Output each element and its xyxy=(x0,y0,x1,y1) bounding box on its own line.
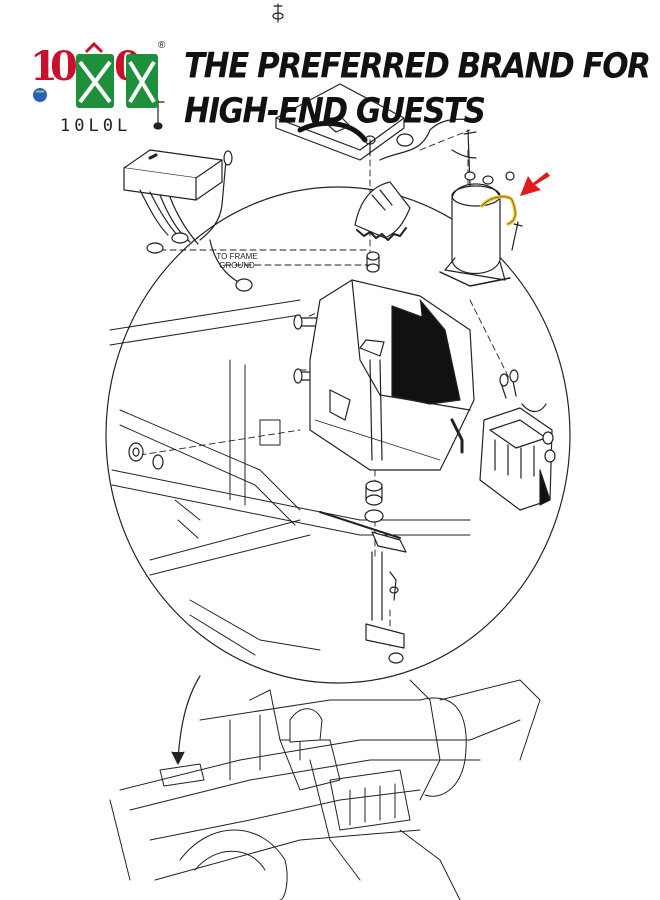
svg-text:0: 0 xyxy=(50,43,78,90)
cart-chassis xyxy=(109,679,541,900)
wire-lead xyxy=(379,118,471,161)
detail-circle xyxy=(105,186,571,684)
solenoid xyxy=(439,129,523,287)
red-callout-arrow xyxy=(520,172,550,196)
highlighted-jumper-wire-outline xyxy=(481,196,516,225)
shaft-assembly xyxy=(319,480,407,664)
registered-mark: ® xyxy=(158,40,166,51)
frame-ground-label: TO FRAME GROUND xyxy=(214,252,260,270)
pointer-line xyxy=(177,675,201,761)
gear-sector xyxy=(354,181,411,273)
logo-caption: 10L0L xyxy=(60,116,132,136)
control-box xyxy=(123,149,253,292)
frame-ground-label-line1: TO FRAME xyxy=(216,252,258,261)
terminal-block xyxy=(479,369,556,511)
brand-logo: 1 0 0 xyxy=(30,41,158,108)
pointer-arrowhead xyxy=(171,751,185,765)
headline: THE PREFERRED BRAND FOR HIGH-END GUESTS xyxy=(184,46,651,132)
frame-ground-label-line2: GROUND xyxy=(219,261,255,270)
svg-text:1: 1 xyxy=(30,43,58,90)
cover-panel xyxy=(275,83,405,161)
frame-rails xyxy=(109,299,471,656)
main-housing xyxy=(309,279,475,471)
